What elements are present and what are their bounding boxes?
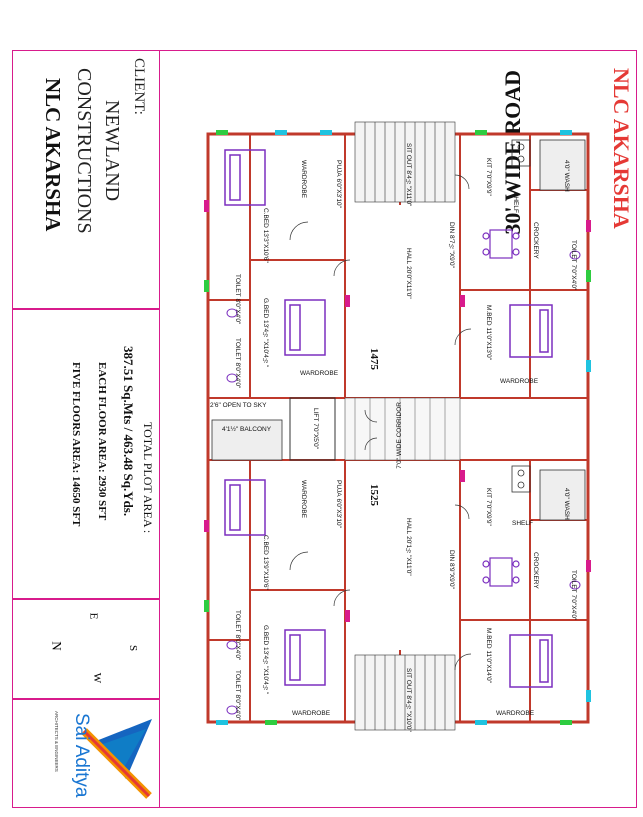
shelf-bottom: SHELF xyxy=(512,520,533,527)
room-toilet-a-top: TOILET 8'0"X4'0" xyxy=(234,274,241,325)
client-name-line-2: CONSTRUCTIONS xyxy=(73,68,95,234)
room-toilet-a-bottom: TOILET 8'0"X4'0" xyxy=(234,610,241,661)
wash-bottom xyxy=(539,469,586,521)
wardrobe-bottom-a: WARDROBE xyxy=(300,480,307,519)
room-hall-bottom: HALL 20'1½"X11'0" xyxy=(405,518,412,576)
room-puja-top: PUJA 6'0"X3'10" xyxy=(335,160,342,208)
room-gbed-top: G.BED 13'4½"X10'4½" xyxy=(262,298,269,368)
door-swings xyxy=(289,174,472,671)
balcony-label: 4'1½" BALCONY xyxy=(222,426,272,433)
window-markers xyxy=(204,130,591,725)
each-floor-area: EACH FLOOR AREA: 2930 SFT xyxy=(96,362,108,521)
room-toilet-wash-bottom: TOILET 7'0"X4'0" xyxy=(570,570,577,621)
unit-number-1525: 1525 xyxy=(368,484,380,506)
wardrobe-bottom-b: WARDROBE xyxy=(292,710,331,717)
room-puja-bottom: PUJA 6'0"X3'10" xyxy=(335,480,342,528)
plot-area-label: TOTAL PLOT AREA : xyxy=(141,422,155,534)
lift-label: LIFT 7'0"X5'0" xyxy=(312,408,319,450)
five-floors-area: FIVE FLOORS AREA: 14650 SFT xyxy=(70,362,82,527)
sitout-hatching-top xyxy=(354,121,456,203)
room-mbed-top: M.BED 11'0"X13'0" xyxy=(485,305,492,361)
dining-table-furniture xyxy=(482,229,520,587)
room-mbed-bottom: M.BED 11'0"X14'0" xyxy=(485,628,492,684)
sai-aditya-logo-mark xyxy=(81,719,152,799)
room-wash-top: 4'0" WASH xyxy=(563,160,570,192)
unit-number-1475: 1475 xyxy=(368,348,380,370)
shelf-top: SHELF xyxy=(512,192,519,213)
room-hall-top: HALL 20'0"X11'0" xyxy=(405,248,412,299)
project-title: NLC AKARSHA xyxy=(609,68,634,229)
room-toilet-wash-top: TOILET 7'0"X4'0" xyxy=(570,240,577,291)
room-wash-bottom: 4'0" WASH xyxy=(563,488,570,520)
balcony xyxy=(211,419,283,461)
logo-subtext: ARCHITECTS & ENGINEERS xyxy=(54,711,59,772)
client-name-line-3: NLC AKARSHA xyxy=(41,78,65,232)
crockery-bottom: CROCKERY xyxy=(532,552,539,589)
lift-shaft xyxy=(289,397,336,461)
wardrobe-top-a: WARDROBE xyxy=(300,160,307,199)
wardrobe-bottom-c: WARDROBE xyxy=(496,710,535,717)
plot-area-value: 387.51 Sq.Mts / 463.48 Sq.Yds. xyxy=(121,346,136,517)
wardrobe-top-c: WARDROBE xyxy=(500,378,539,385)
title-block-divider xyxy=(12,698,159,700)
room-kit-top: KIT 7'0"X9'9" xyxy=(485,158,492,196)
toilet-fixtures xyxy=(226,250,581,715)
room-toilet-b-bottom: TOILET 8'0"X4'0" xyxy=(234,670,241,721)
room-din-bottom: DIN 8'9"X9'0" xyxy=(448,550,455,589)
room-cbed-bottom: C.BED 13'9"X10'6" xyxy=(262,535,269,590)
title-block-divider xyxy=(12,308,159,310)
bed-furniture xyxy=(224,149,553,688)
corridor-label: 7'0" WIDE CORRIDOR xyxy=(396,402,403,469)
crockery-top: CROCKERY xyxy=(532,222,539,259)
room-gbed-bottom: G.BED 13'4½"X10'4½" xyxy=(262,625,269,695)
title-block: CLIENT: NEWLAND CONSTRUCTIONS NLC AKARSH… xyxy=(12,50,160,808)
kitchen-stove xyxy=(511,139,531,493)
logo-name: Sai Aditya xyxy=(71,713,92,798)
room-din-top: DIN 8'7½"X9'0" xyxy=(448,222,455,268)
wash-top xyxy=(539,139,586,191)
drawing-sheet-frame xyxy=(12,50,637,808)
architect-logo: Sai Aditya ARCHITECTS & ENGINEERS xyxy=(14,701,157,804)
room-cbed-top: C.BED 13'3"X10'6" xyxy=(262,208,269,263)
room-toilet-b-top: TOILET 8'0"X4'0" xyxy=(234,338,241,389)
room-sitout-top: SIT OUT 8'4½"X11'0" xyxy=(405,143,412,207)
title-block-divider xyxy=(12,598,159,600)
client-label: CLIENT: xyxy=(131,58,147,115)
client-name-line-1: NEWLAND xyxy=(101,100,123,202)
sitout-hatching-bottom xyxy=(354,654,456,731)
corridor-hatching xyxy=(344,397,461,461)
wardrobe-top-b: WARDROBE xyxy=(300,370,339,377)
open-to-sky: 2'6" OPEN TO SKY xyxy=(210,402,267,409)
room-sitout-bottom: SIT OUT 8'4½"X10'0" xyxy=(405,668,412,732)
room-kit-bottom: KIT 7'0"X9'9" xyxy=(485,488,492,526)
